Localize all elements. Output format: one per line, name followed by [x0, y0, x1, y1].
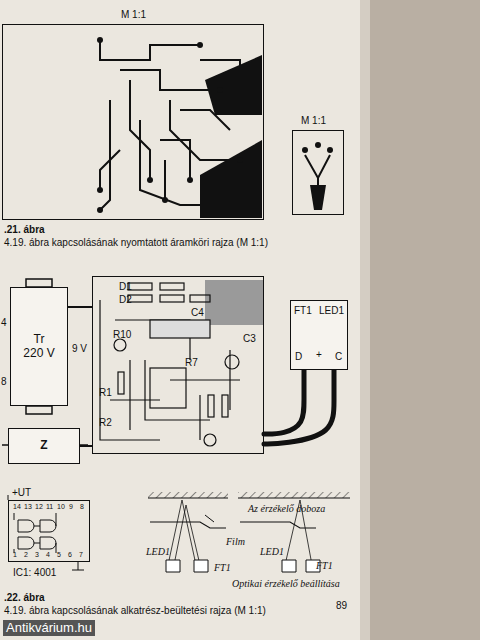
pin-number: 3 [35, 551, 39, 559]
pin-number: 11 [46, 503, 53, 511]
figure-caption: .21. ábra [4, 224, 45, 235]
pin-number: 13 [24, 503, 32, 511]
ic-gates [14, 513, 56, 553]
annotation: +UT [12, 487, 31, 498]
part-label: R10 [113, 329, 131, 341]
part-label: M 1:1 [301, 115, 326, 127]
annotation: LED1 [146, 546, 170, 557]
pcb-copper [97, 37, 262, 218]
annotation: 4 [1, 317, 7, 328]
board-wiring [100, 283, 240, 446]
annotation: FT1 [214, 562, 231, 573]
pin-number: 8 [80, 503, 84, 511]
pcb-board: M 1:1 [2, 24, 264, 220]
pin-number: 2 [24, 551, 28, 559]
pcb-copper [302, 142, 333, 210]
wire [80, 445, 92, 447]
part-label: R7 [185, 357, 198, 369]
wire [68, 306, 92, 308]
annotation: Az érzékelő doboza [248, 503, 325, 514]
part-label: D1 [119, 281, 132, 293]
optical-sketch [148, 492, 350, 572]
transformer-label: 220 V [23, 347, 54, 361]
part-label: C4 [191, 307, 204, 319]
pin-number: 12 [35, 503, 43, 511]
rectifier-label: Z [40, 439, 47, 453]
part-label: R1 [99, 387, 112, 399]
annotation: 9 V [72, 343, 87, 354]
part-label: D2 [119, 294, 132, 306]
part-label: C3 [243, 333, 256, 345]
figure-caption: 4.19. ábra kapcsolásának alkatrész-beült… [4, 605, 266, 616]
figure-caption: 4.19. ábra kapcsolásának nyomtatott áram… [4, 237, 268, 248]
pin-number: 7 [79, 551, 83, 559]
annotation: 8 [1, 376, 7, 387]
part-label: IC1: 4001 [13, 567, 56, 579]
page-number: 89 [336, 600, 347, 611]
transformer-pins [11, 279, 67, 414]
sensor-cable [264, 370, 334, 444]
pin-number: 14 [13, 503, 21, 511]
pin-number: 9 [69, 503, 73, 511]
pin-number: 5 [57, 551, 61, 559]
pin-number: 6 [68, 551, 72, 559]
figure-caption: .22. ábra [4, 592, 45, 603]
part-label: LED1 [319, 305, 344, 317]
annotation: LED1 [260, 546, 284, 557]
transformer: Tr220 V [10, 287, 68, 406]
pin-number: 4 [46, 551, 50, 559]
part-label: FT1 [294, 305, 312, 317]
watermark: Antikvárium.hu [3, 620, 95, 636]
part-label: + [316, 349, 322, 361]
pin-number: 1 [13, 551, 17, 559]
sensor-board: FT1 LED1D + C [290, 300, 348, 370]
pcb-board: M 1:1 [292, 130, 344, 215]
annotation: Optikai érzékelő beállítása [232, 578, 340, 589]
page-edge [360, 0, 370, 640]
part-label: M 1:1 [121, 9, 146, 21]
part-label: R2 [99, 417, 112, 429]
part-label: C [335, 351, 342, 363]
annotation: FT1 [316, 560, 333, 571]
ground-symbol [72, 562, 84, 570]
pin-number: 10 [57, 503, 65, 511]
component-board: D1D2C4R10 C3R7R1R2 [92, 276, 264, 454]
sensor-cable [264, 370, 304, 434]
transformer-label: Tr [34, 333, 45, 347]
part-label: D [295, 351, 302, 363]
background [368, 0, 480, 640]
rectifier: Z [8, 428, 80, 464]
shaded-area [205, 280, 263, 325]
annotation: Film [226, 536, 245, 547]
